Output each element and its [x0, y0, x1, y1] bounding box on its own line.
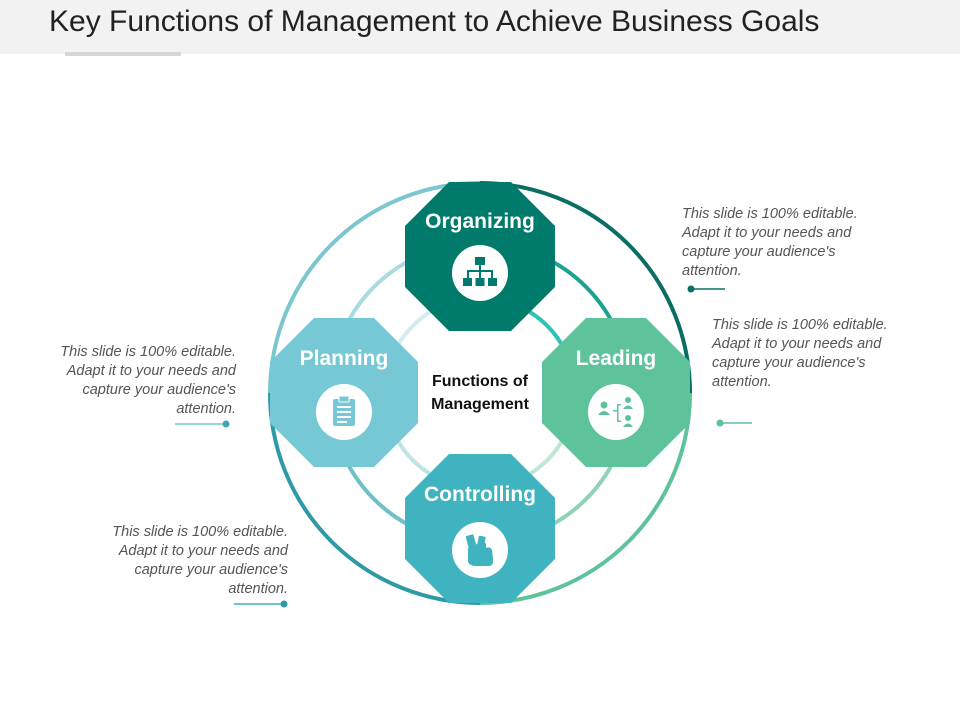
clipboard-icon — [333, 395, 355, 426]
note-connector-right — [716, 419, 752, 427]
outer-ring-arc-top-right — [479, 181, 692, 394]
hand-control-icon — [465, 534, 494, 566]
note-connector-left — [175, 420, 230, 428]
controlling-label: Controlling — [424, 483, 536, 506]
center-label: Functions of Management — [410, 370, 550, 416]
note-left: This slide is 100% editable. Adapt it to… — [60, 344, 236, 417]
note-connector-top-right — [687, 285, 725, 293]
title-bar — [0, 0, 960, 54]
note-connector-bottom-left — [234, 600, 288, 608]
page-title: Key Functions of Management to Achieve B… — [49, 5, 820, 38]
center-label-line1: Functions of — [432, 373, 528, 390]
center-label-line2: Management — [431, 396, 529, 413]
title-underline — [65, 52, 181, 56]
leading-label: Leading — [575, 347, 657, 370]
note-top-right: This slide is 100% editable. Adapt it to… — [682, 206, 858, 279]
planning-label: Planning — [299, 347, 389, 370]
note-right: This slide is 100% editable. Adapt it to… — [712, 317, 888, 390]
team-hierarchy-icon — [598, 397, 633, 427]
outer-ring-arc-bottom-right — [479, 392, 692, 605]
note-bottom-left: This slide is 100% editable. Adapt it to… — [112, 524, 288, 597]
outer-ring-arc-top-left — [268, 181, 481, 394]
organizing-label: Organizing — [425, 210, 535, 233]
org-chart-icon — [463, 257, 497, 286]
outer-ring-arc-bottom-left — [268, 392, 481, 605]
